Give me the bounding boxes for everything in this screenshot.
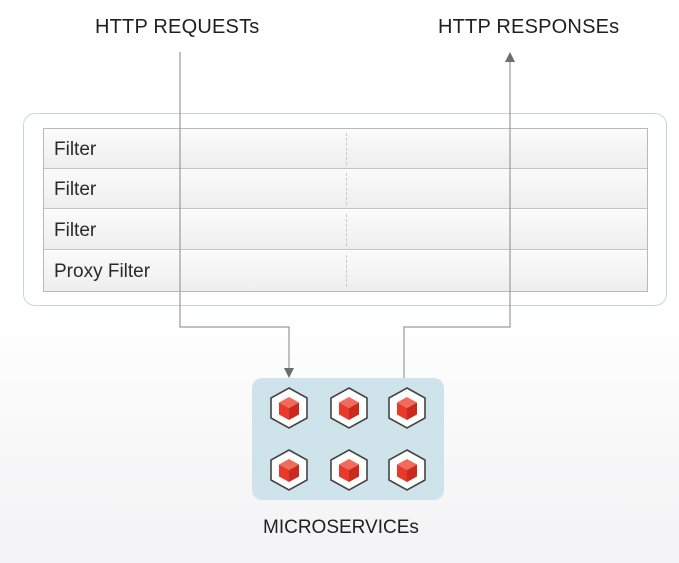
microservice-cube-icon [270,387,308,429]
row-divider [346,133,347,165]
filter-label: Filter [54,139,97,160]
filter-label: Filter [54,179,97,200]
proxy-filter-row: Proxy Filter [44,251,647,291]
row-divider [346,255,347,287]
response-flow-line [403,60,511,378]
microservices-label: MICROSERVICEs [263,517,419,538]
response-arrowhead [505,52,515,62]
filter-row: Filter [44,169,647,209]
http-requests-label: HTTP REQUESTs [95,16,260,38]
microservices-box [252,378,444,500]
filter-table: Filter Filter Filter Proxy Filter [43,128,648,292]
microservice-cube-icon [330,387,368,429]
microservice-cube-icon [388,449,426,491]
filter-row: Filter [44,210,647,250]
row-divider [346,173,347,205]
row-divider [346,214,347,246]
microservice-cube-icon [330,449,368,491]
proxy-filter-label: Proxy Filter [54,261,151,282]
request-arrowhead [284,368,294,378]
filter-label: Filter [54,220,97,241]
filter-row: Filter [44,129,647,169]
microservice-cube-icon [388,387,426,429]
microservice-cube-icon [270,449,308,491]
request-flow-line [179,52,290,370]
http-responses-label: HTTP RESPONSEs [438,16,620,38]
